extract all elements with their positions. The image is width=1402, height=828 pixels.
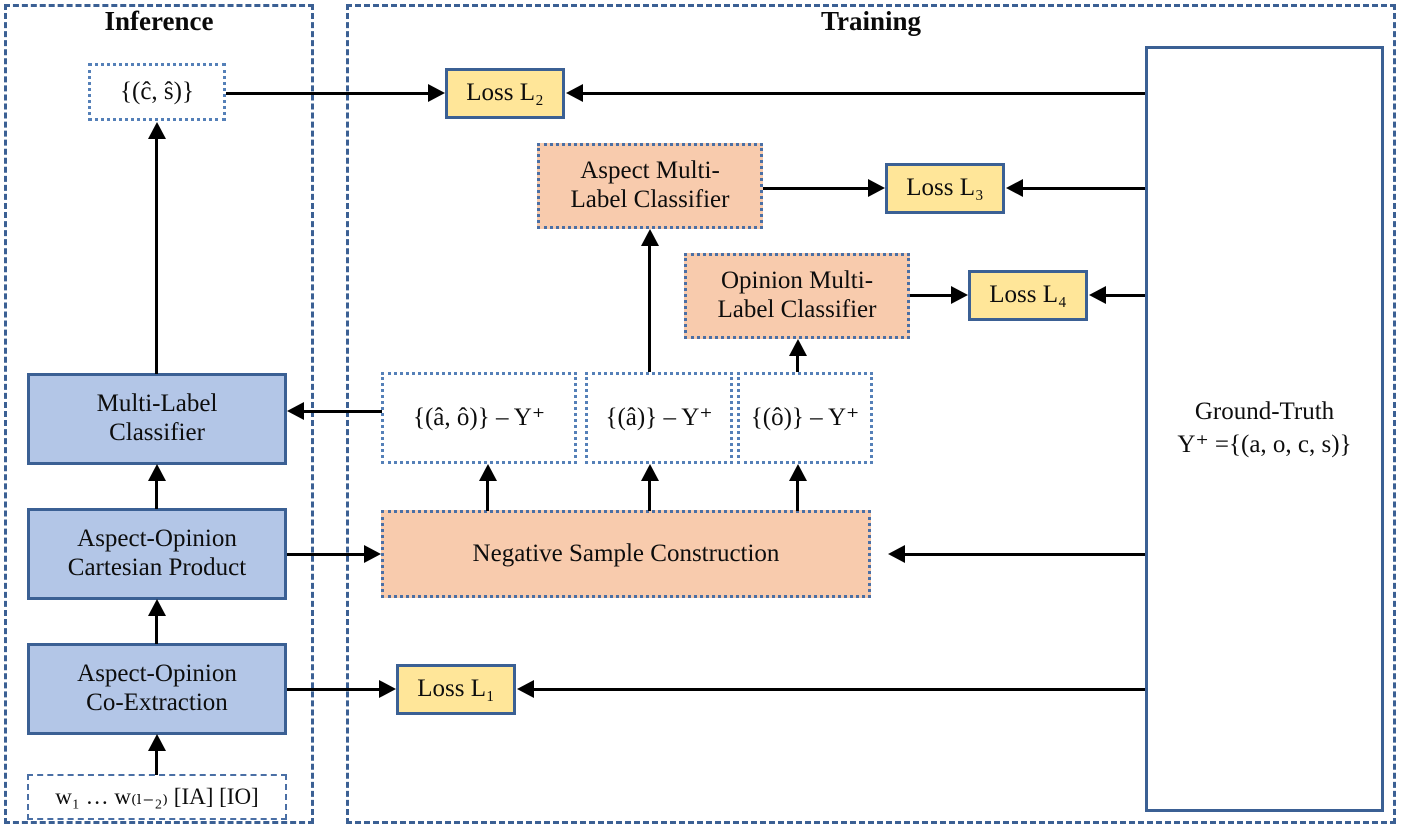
connector-opinion-clf-to-loss-l4 [910, 294, 951, 297]
arrowhead-coextraction-bottom [148, 734, 166, 751]
opinion-multi-label-classifier-box: Opinion Multi- Label Classifier [684, 253, 910, 339]
arrowhead-nsc-left [364, 545, 381, 563]
input-tokens-box: w₁ … w₍ₗ₋₂₎ [IA] [IO] [27, 774, 287, 820]
ground-truth-formula: Y⁺ ={(a, o, c, s)} [1177, 431, 1352, 458]
connector-gt-to-loss-l4 [1106, 294, 1145, 297]
aspect-multi-label-classifier-box: Aspect Multi- Label Classifier [537, 143, 763, 229]
loss-l1-box: Loss L₁ [396, 664, 516, 715]
connector-gt-to-loss-l1 [534, 688, 1145, 691]
loss-l2-box: Loss L₂ [445, 68, 565, 119]
negative-opinion-samples-box: {(ô)} – Y⁺ [737, 372, 873, 464]
arrowhead-loss-l4-right [1089, 286, 1106, 304]
negative-pair-samples-box: {(â, ô)} – Y⁺ [381, 372, 577, 464]
arrowhead-loss-l1-right [517, 680, 534, 698]
arrowhead-pred-bottom [148, 122, 166, 139]
connector-coextraction-to-loss-l1 [287, 688, 379, 691]
connector-input-to-coextraction [155, 751, 158, 775]
connector-coextraction-to-cartesian [155, 616, 158, 644]
arrowhead-neg-opinion-bottom [789, 464, 807, 481]
arrowhead-loss-l2-right [566, 84, 583, 102]
ground-truth-box: Ground-Truth Y⁺ ={(a, o, c, s)} [1145, 46, 1384, 812]
multi-label-classifier-box: Multi-Label Classifier [27, 373, 287, 465]
predicted-category-sentiment-box: {(ĉ, ŝ)} [88, 63, 226, 121]
loss-l4-box: Loss L₄ [968, 270, 1088, 321]
connector-pred-to-loss-l2 [226, 92, 428, 95]
arrowhead-mlc-right [287, 402, 304, 420]
arrowhead-opinion-clf-bottom [789, 339, 807, 356]
connector-nsc-to-neg-pair [486, 481, 489, 511]
arrowhead-loss-l3-right [1006, 179, 1023, 197]
training-panel [346, 4, 1396, 824]
training-panel-title: Training [820, 6, 922, 36]
arrowhead-mlc-bottom [148, 464, 166, 481]
connector-neg-aspect-to-aspect-clf [648, 246, 651, 372]
aspect-opinion-cartesian-product-box: Aspect-Opinion Cartesian Product [27, 508, 287, 600]
connector-neg-opinion-to-opinion-clf [796, 356, 799, 372]
connector-gt-to-loss-l3 [1023, 187, 1145, 190]
negative-aspect-samples-box: {(â)} – Y⁺ [585, 372, 733, 464]
arrowhead-loss-l2-left [428, 84, 445, 102]
connector-gt-to-nsc [905, 553, 1145, 556]
inference-panel [4, 4, 314, 824]
connector-nsc-to-neg-aspect [648, 481, 651, 511]
arrowhead-cartesian-bottom [148, 599, 166, 616]
arrowhead-loss-l1-left [379, 680, 396, 698]
arrowhead-aspect-clf-bottom [641, 229, 659, 246]
arrowhead-loss-l3-left [868, 179, 885, 197]
arrowhead-neg-pair-bottom [479, 464, 497, 481]
connector-aspect-clf-to-loss-l3 [763, 187, 868, 190]
negative-sample-construction-box: Negative Sample Construction [381, 510, 871, 598]
connector-gt-to-loss-l2 [583, 92, 1145, 95]
inference-panel-title: Inference [104, 6, 214, 36]
arrowhead-neg-aspect-bottom [641, 464, 659, 481]
connector-mlc-to-pred [155, 138, 158, 374]
loss-l3-box: Loss L₃ [885, 163, 1005, 214]
connector-nsc-to-neg-opinion [796, 481, 799, 511]
arrowhead-nsc-right [888, 545, 905, 563]
connector-cartesian-to-nsc [287, 553, 364, 556]
connector-cartesian-to-mlc [155, 481, 158, 509]
ground-truth-title: Ground-Truth [1194, 398, 1335, 426]
aspect-opinion-co-extraction-box: Aspect-Opinion Co-Extraction [27, 643, 287, 735]
connector-neg-pair-to-mlc [304, 410, 382, 413]
arrowhead-loss-l4-left [951, 286, 968, 304]
